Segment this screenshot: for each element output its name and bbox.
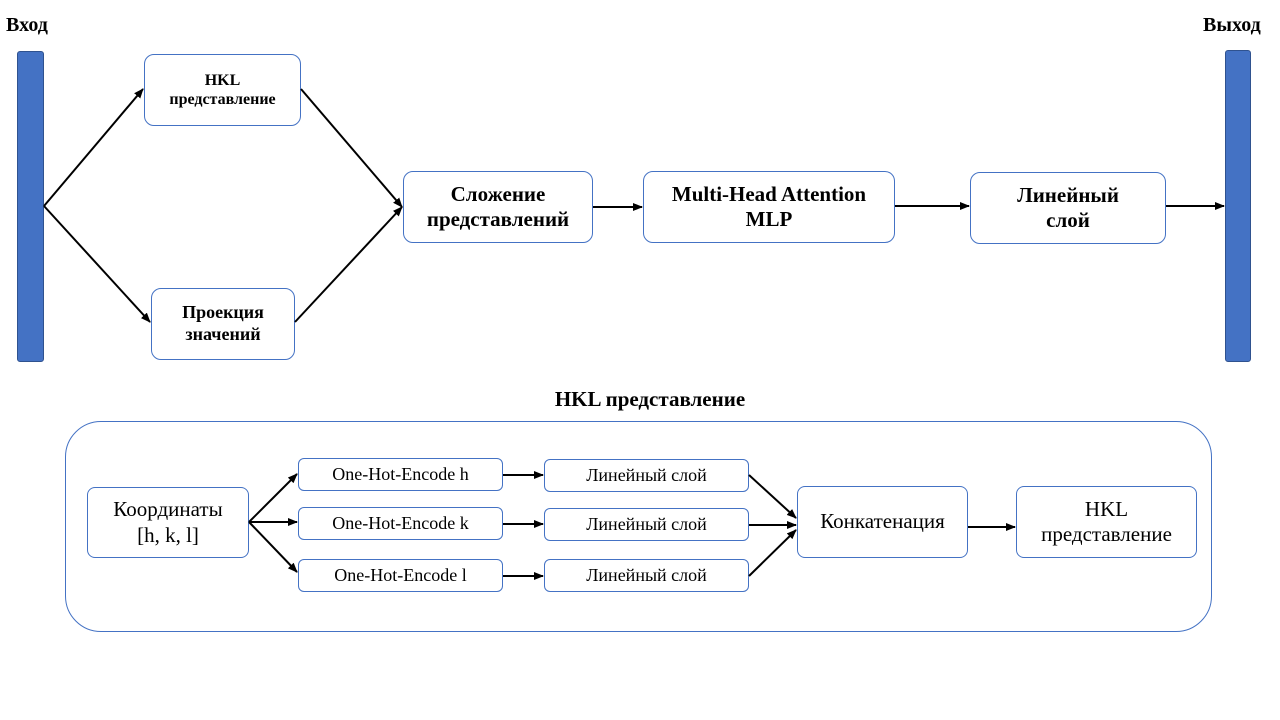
hkl-detail-container [65,421,1212,632]
attention-box-line2: MLP [745,207,793,231]
encode-k-label: One-Hot-Encode k [332,512,469,533]
sum-box-line1: Сложение [450,181,546,206]
hkl-box-line1: HKL [204,71,241,89]
projection-box-line1: Проекция [182,302,264,323]
arrow-hkl-to-sum [300,88,403,208]
attention-mlp-box: Multi-Head Attention MLP [643,171,895,243]
linear-k-label: Линейный слой [586,513,707,534]
linear-l-label: Линейный слой [586,564,707,585]
concat-label: Конкатенация [820,509,945,534]
input-label: Вход [6,14,48,36]
attention-box-line1: Multi-Head Attention [671,181,867,206]
linear-h-label: Линейный слой [586,464,707,485]
hkl-out-line1: HKL [1084,496,1129,521]
value-projection-box: Проекция значений [151,288,295,360]
one-hot-encode-k-box: One-Hot-Encode k [298,507,503,540]
input-bar [17,51,44,362]
arrow-linear-h-to-concat [748,474,797,519]
hkl-out-line2: представление [1041,522,1172,546]
one-hot-encode-l-box: One-Hot-Encode l [298,559,503,592]
arrow-linear-l-to-concat [748,529,797,577]
linear-layer-k-box: Линейный слой [544,508,749,541]
hkl-output-box: HKL представление [1016,486,1197,558]
output-bar [1225,50,1251,362]
arrow-input-to-hkl [43,88,144,207]
encode-h-label: One-Hot-Encode h [332,463,469,484]
arrow-projection-to-sum [294,206,403,323]
coordinates-box: Координаты [h, k, l] [87,487,249,558]
sum-box-line2: представлений [426,207,570,231]
arrow-coords-to-encode-l [248,521,298,573]
sum-representations-box: Сложение представлений [403,171,593,243]
output-label: Выход [1203,14,1261,36]
hkl-box-line2: представление [169,91,276,108]
one-hot-encode-h-box: One-Hot-Encode h [298,458,503,491]
projection-box-line2: значений [185,324,261,344]
coords-line1: Координаты [113,497,223,522]
linear-box-line1: Линейный [1017,182,1119,207]
bottom-section-title: HKL представление [554,387,746,411]
linear-layer-l-box: Линейный слой [544,559,749,592]
linear-box-line2: слой [1046,208,1090,232]
linear-layer-box: Линейный слой [970,172,1166,244]
linear-layer-h-box: Линейный слой [544,459,749,492]
encode-l-label: One-Hot-Encode l [334,564,467,585]
arrow-coords-to-encode-h [248,473,298,523]
hkl-representation-box: HKL представление [144,54,301,126]
arrow-input-to-projection [43,205,151,323]
coords-line2: [h, k, l] [137,522,199,547]
concatenation-box: Конкатенация [797,486,968,558]
